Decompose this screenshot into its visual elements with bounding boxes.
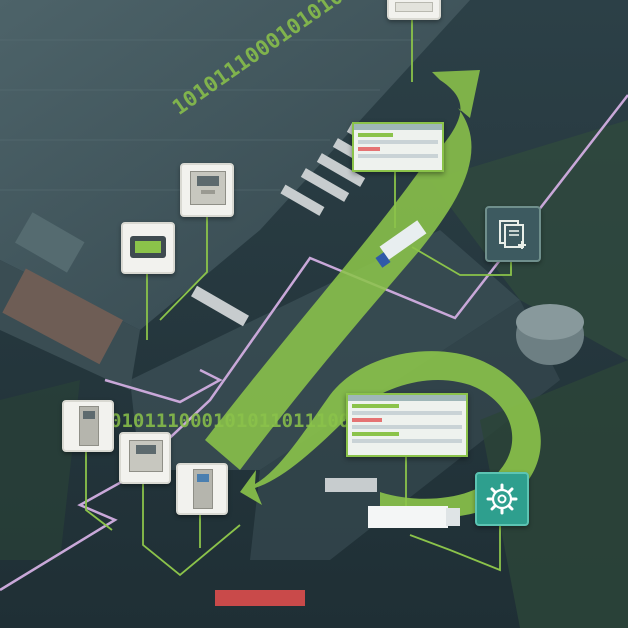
kiosk-terminal-icon [129,440,163,472]
flow-arrow-return [240,351,541,519]
documents-tile [485,206,541,262]
tablet-terminal-icon [130,236,166,258]
kiosk-terminal-icon [193,469,213,509]
truck-upper [375,220,427,268]
dashboard-screen-upper [352,122,444,172]
kiosk-terminal-icon [190,171,226,205]
gear-icon [486,483,518,515]
kiosk-terminal-middle [119,432,171,484]
truck-lower [368,506,460,528]
dashboard-screen-lower [346,393,468,457]
settings-tile [475,472,529,526]
kiosk-terminal-right [176,463,228,515]
flow-arrow-up [205,70,480,470]
tablet-terminal-card [121,222,175,274]
kiosk-terminal-left [62,400,114,452]
kiosk-terminal-top [387,0,441,20]
kiosk-terminal-card [180,163,234,217]
warehouse-roof [0,0,470,330]
kiosk-terminal-icon [79,406,99,446]
documents-plus-icon [499,220,526,249]
binary-stream-bottom: 0101110001010110111001 [110,410,362,432]
